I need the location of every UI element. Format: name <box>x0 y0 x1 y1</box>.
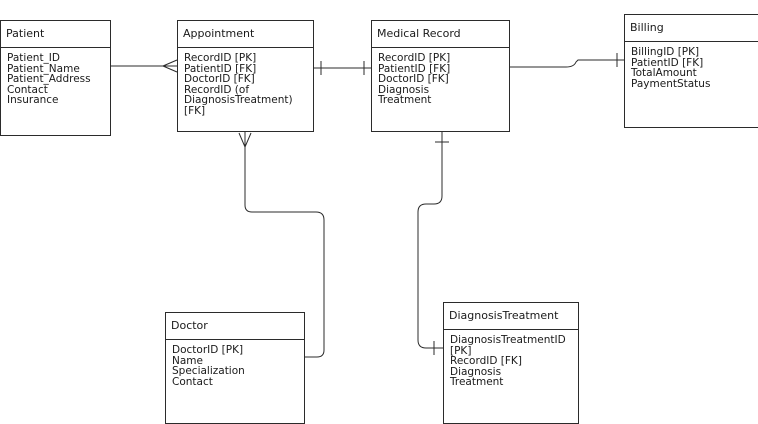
attribute: DoctorID [FK] <box>184 73 255 85</box>
relationship-appointment-medical-record <box>314 61 371 75</box>
attribute: Diagnosis <box>450 365 502 378</box>
relationship-medical-record-billing <box>510 53 624 68</box>
entity-attributes: DoctorID [PK] Name Specialization Contac… <box>166 340 304 392</box>
entity-title: Billing <box>625 15 758 42</box>
entity-doctor[interactable]: Doctor DoctorID [PK] Name Specialization… <box>165 312 305 424</box>
attribute: Treatment <box>450 376 504 388</box>
attribute: Contact <box>7 83 48 96</box>
entity-diagnosis-treatment[interactable]: DiagnosisTreatment DiagnosisTreatmentID … <box>443 302 579 424</box>
attribute: Specialization <box>172 365 245 377</box>
attribute: RecordID [FK] <box>450 355 522 367</box>
attribute: Diagnosis <box>378 83 430 96</box>
entity-attributes: RecordID [PK] PatientID [FK] DoctorID [F… <box>372 48 509 111</box>
attribute: Patient_Address <box>7 73 91 85</box>
attribute: Name <box>172 354 203 367</box>
entity-title: Patient <box>1 21 110 48</box>
attribute: Contact <box>172 375 213 388</box>
entity-medical-record[interactable]: Medical Record RecordID [PK] PatientID [… <box>371 20 510 132</box>
crowfoot-many-marker <box>238 132 252 149</box>
attribute: PaymentStatus <box>631 77 711 90</box>
attribute: Patient_ID <box>7 52 60 64</box>
entity-appointment[interactable]: Appointment RecordID [PK] PatientID [FK]… <box>177 20 314 132</box>
attribute: RecordID [PK] <box>378 52 451 64</box>
entity-attributes: Patient_ID Patient_Name Patient_Address … <box>1 48 110 111</box>
attribute: Insurance <box>7 94 59 106</box>
entity-title: Medical Record <box>372 21 509 48</box>
attribute: DiagnosisTreatment) <box>184 94 293 106</box>
attribute: PatientID [FK] <box>184 62 257 75</box>
attribute: DoctorID [FK] <box>378 73 449 85</box>
entity-attributes: BillingID [PK] PatientID [FK] TotalAmoun… <box>625 42 758 94</box>
attribute: [PK] <box>450 344 472 357</box>
relationship-patient-appointment <box>111 59 178 73</box>
entity-attributes: RecordID [PK] PatientID [FK] DoctorID [F… <box>178 48 313 121</box>
attribute: [FK] <box>184 104 206 117</box>
attribute: DiagnosisTreatmentID <box>450 334 566 346</box>
attribute: PatientID [FK] <box>378 62 451 75</box>
relationship-appointment-doctor <box>238 132 325 358</box>
attribute: DoctorID [PK] <box>172 344 244 356</box>
attribute: RecordID [PK] <box>184 52 257 64</box>
entity-patient[interactable]: Patient Patient_ID Patient_Name Patient_… <box>0 20 111 136</box>
attribute: TotalAmount <box>631 67 697 79</box>
attribute: Patient_Name <box>7 62 80 75</box>
attribute: PatientID [FK] <box>631 56 704 69</box>
entity-billing[interactable]: Billing BillingID [PK] PatientID [FK] To… <box>624 14 758 128</box>
entity-title: DiagnosisTreatment <box>444 303 578 330</box>
attribute: RecordID (of <box>184 83 250 96</box>
entity-attributes: DiagnosisTreatmentID [PK] RecordID [FK] … <box>444 330 578 393</box>
entity-title: Appointment <box>178 21 313 48</box>
attribute: BillingID [PK] <box>631 46 700 58</box>
relationship-medical-record-diagnosis-treatment <box>417 132 449 355</box>
entity-title: Doctor <box>166 313 304 340</box>
crowfoot-many-marker <box>162 59 178 67</box>
attribute: Treatment <box>378 94 432 106</box>
